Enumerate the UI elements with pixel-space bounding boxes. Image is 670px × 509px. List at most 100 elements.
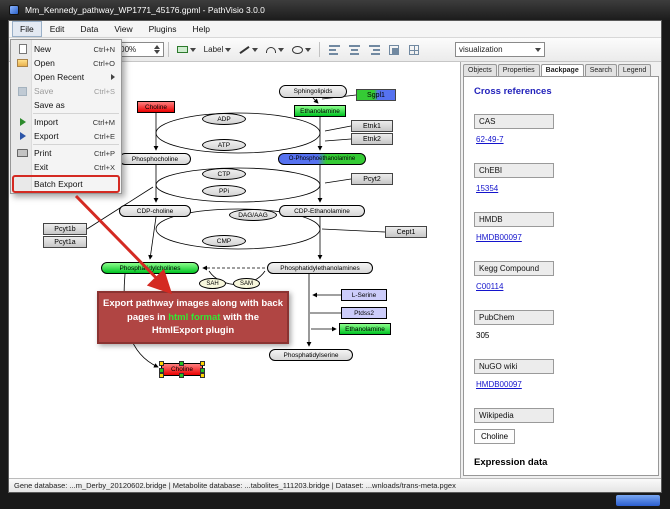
xref-chebi: ChEBI 15354 bbox=[474, 160, 648, 196]
chevron-down-icon bbox=[535, 47, 541, 52]
menu-item-open[interactable]: Open Ctrl+O bbox=[11, 56, 121, 70]
tab-legend[interactable]: Legend bbox=[617, 64, 652, 76]
titlebar[interactable]: Mm_Kennedy_pathway_WP1771_45176.gpml - P… bbox=[0, 0, 670, 20]
align-right-button[interactable] bbox=[365, 41, 383, 59]
selection-handle[interactable] bbox=[159, 373, 164, 378]
node-ethanolamine-2[interactable]: Ethanolamine bbox=[339, 323, 391, 335]
menu-plugins[interactable]: Plugins bbox=[148, 24, 177, 34]
callout-highlight: html format bbox=[168, 311, 221, 323]
tab-search[interactable]: Search bbox=[584, 64, 617, 76]
menu-item-batch-export[interactable]: Batch Export bbox=[34, 179, 83, 189]
menubar: File Edit Data View Plugins Help bbox=[9, 21, 661, 38]
node-phosphocholine[interactable]: Phosphocholine bbox=[119, 153, 191, 165]
selection-handle[interactable] bbox=[159, 361, 164, 366]
cross-references-heading: Cross references bbox=[474, 86, 552, 97]
selection-handle[interactable] bbox=[200, 368, 205, 373]
node-dag-aag[interactable]: DAG/AAG bbox=[229, 209, 277, 221]
annotation-callout: Export pathway images along with back pa… bbox=[97, 291, 289, 344]
xref-wikipedia: Wikipedia Choline bbox=[474, 405, 648, 444]
xref-db-label: Wikipedia bbox=[474, 408, 554, 423]
node-choline[interactable]: Choline bbox=[137, 101, 175, 113]
node-etnk1[interactable]: Etnk1 bbox=[351, 120, 393, 132]
ellipse-shape-icon bbox=[292, 45, 304, 54]
arc-tool-button[interactable] bbox=[263, 41, 287, 59]
align-left-icon bbox=[328, 44, 340, 55]
menu-file[interactable]: File bbox=[12, 21, 42, 37]
zoom-spinner[interactable] bbox=[153, 45, 160, 54]
menu-item-exit[interactable]: Exit Ctrl+X bbox=[34, 162, 115, 172]
node-ctp[interactable]: CTP bbox=[202, 168, 246, 180]
label-tool-button[interactable]: Label bbox=[201, 41, 235, 59]
new-file-icon bbox=[14, 44, 31, 54]
xref-link[interactable]: C00114 bbox=[476, 282, 504, 291]
menu-edit[interactable]: Edit bbox=[49, 24, 65, 34]
menu-help[interactable]: Help bbox=[192, 24, 210, 34]
node-ethanolamine[interactable]: Ethanolamine bbox=[294, 105, 346, 117]
node-o-phosphoethanolamine[interactable]: O-Phosphoethanolamine bbox=[278, 153, 366, 165]
node-choline-selected[interactable]: Choline bbox=[159, 361, 205, 378]
tab-backpage[interactable]: Backpage bbox=[540, 64, 584, 76]
node-pcyt1b[interactable]: Pcyt1b bbox=[43, 223, 87, 235]
xref-value: 305 bbox=[476, 331, 490, 340]
stack-button[interactable] bbox=[385, 41, 403, 59]
tab-properties[interactable]: Properties bbox=[497, 64, 540, 76]
menu-item-save[interactable]: Save Ctrl+S bbox=[11, 84, 121, 98]
xref-link[interactable]: 62-49-7 bbox=[476, 135, 504, 144]
align-center-button[interactable] bbox=[345, 41, 363, 59]
menu-item-print[interactable]: Print Ctrl+P bbox=[11, 146, 121, 160]
node-pcyt1a[interactable]: Pcyt1a bbox=[43, 236, 87, 248]
xref-value[interactable]: Choline bbox=[474, 429, 516, 444]
menu-item-import[interactable]: Import Ctrl+M bbox=[11, 115, 121, 129]
node-sphingolipids[interactable]: Sphingolipids bbox=[279, 85, 347, 98]
xref-kegg: Kegg Compound C00114 bbox=[474, 258, 648, 294]
menu-item-save-as[interactable]: Save as bbox=[34, 100, 65, 110]
import-icon bbox=[14, 118, 31, 126]
node-cdp-choline[interactable]: CDP-choline bbox=[119, 205, 191, 217]
xref-link[interactable]: HMDB00097 bbox=[476, 233, 522, 242]
visualization-combobox[interactable]: visualization bbox=[455, 42, 545, 57]
node-phosphatidylethanolamines[interactable]: Phosphatidylethanolamines bbox=[267, 262, 373, 274]
selection-handle[interactable] bbox=[200, 373, 205, 378]
node-ppi[interactable]: PPi bbox=[202, 185, 246, 197]
menu-view[interactable]: View bbox=[114, 24, 133, 34]
node-sgpl1[interactable]: Sgpl1 bbox=[356, 89, 396, 101]
node-cept1[interactable]: Cept1 bbox=[385, 226, 427, 238]
datanode-tool-button[interactable] bbox=[174, 41, 199, 59]
selection-handle[interactable] bbox=[200, 361, 205, 366]
backpage-panel: Cross references CAS 62-49-7 ChEBI 15354… bbox=[463, 76, 659, 476]
node-etnk2[interactable]: Etnk2 bbox=[351, 133, 393, 145]
selection-handle[interactable] bbox=[179, 373, 184, 378]
tab-objects[interactable]: Objects bbox=[463, 64, 497, 76]
node-atp[interactable]: ATP bbox=[202, 139, 246, 151]
node-sam[interactable]: SAM bbox=[233, 278, 260, 289]
zoom-combobox[interactable]: 100% bbox=[111, 42, 164, 57]
node-cdp-ethanolamine[interactable]: CDP-Ethanolamine bbox=[279, 205, 365, 217]
xref-link[interactable]: 15354 bbox=[476, 184, 499, 193]
app-icon bbox=[9, 5, 19, 15]
toolbar-separator bbox=[167, 42, 169, 57]
shape-tool-button[interactable] bbox=[289, 41, 314, 59]
distribute-button[interactable] bbox=[405, 41, 423, 59]
node-cmp[interactable]: CMP bbox=[202, 235, 246, 247]
node-phosphatidylcholines[interactable]: Phosphatidylcholines bbox=[101, 262, 199, 274]
line-icon bbox=[239, 45, 250, 54]
menu-item-new[interactable]: New Ctrl+N bbox=[11, 42, 121, 56]
node-sah[interactable]: SAH bbox=[199, 278, 226, 289]
xref-db-label: NuGO wiki bbox=[474, 359, 554, 374]
align-left-button[interactable] bbox=[325, 41, 343, 59]
node-l-serine[interactable]: L-Serine bbox=[341, 289, 387, 301]
menu-data[interactable]: Data bbox=[80, 24, 99, 34]
node-ptdss2[interactable]: Ptdss2 bbox=[341, 307, 387, 319]
menu-item-export[interactable]: Export Ctrl+E bbox=[11, 129, 121, 143]
menu-item-open-recent[interactable]: Open Recent bbox=[11, 70, 121, 84]
node-pcyt2[interactable]: Pcyt2 bbox=[351, 173, 393, 185]
line-tool-button[interactable] bbox=[236, 41, 261, 59]
selection-handle[interactable] bbox=[159, 368, 164, 373]
xref-link[interactable]: HMDB00097 bbox=[476, 380, 522, 389]
node-adp[interactable]: ADP bbox=[202, 113, 246, 125]
callout-line2-post: with the bbox=[220, 311, 259, 323]
selection-handle[interactable] bbox=[179, 361, 184, 366]
node-phosphatidylserine[interactable]: Phosphatidylserine bbox=[269, 349, 353, 361]
distribute-icon bbox=[409, 44, 420, 55]
arc-icon bbox=[266, 46, 277, 53]
